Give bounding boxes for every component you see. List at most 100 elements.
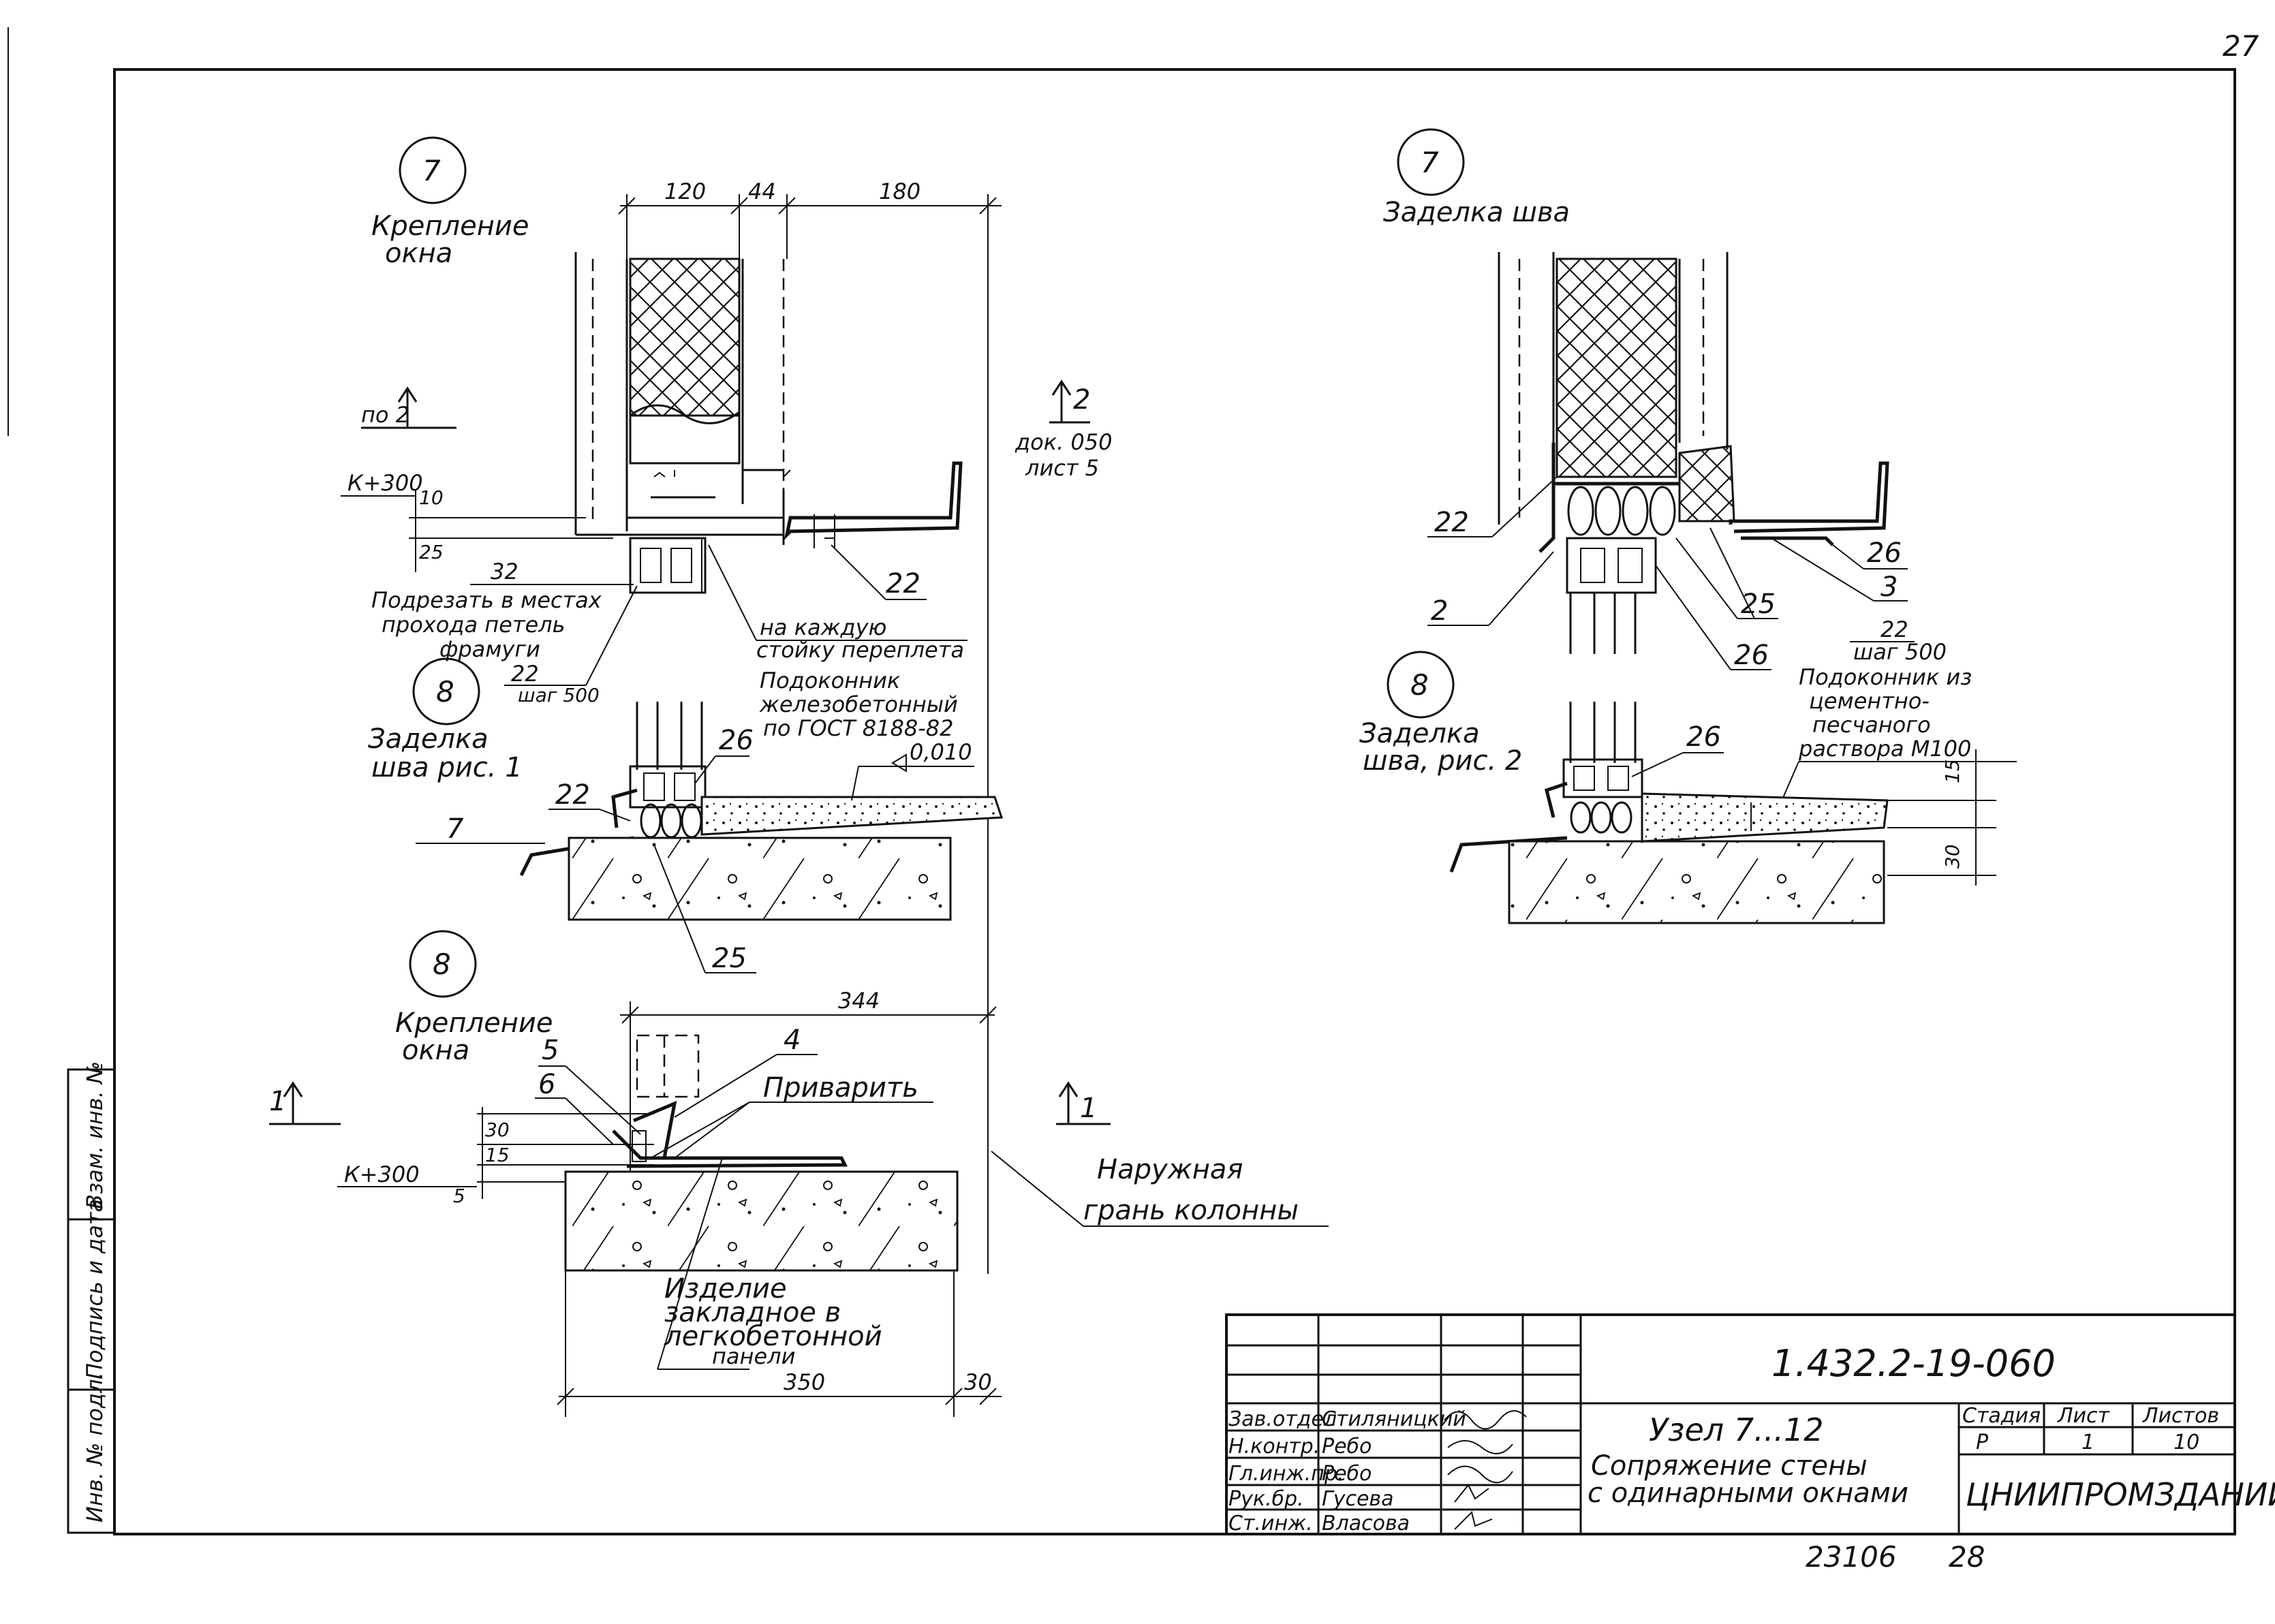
node-8-seam-fig1: 8 Заделка шва рис. 1 0,010 26 22 xyxy=(368,657,1004,974)
outer-face-note: Наружная xyxy=(1097,1154,1243,1185)
sill-note: Подоконник xyxy=(760,668,901,693)
person-name: Ребо xyxy=(1322,1462,1372,1486)
callout-25: 25 xyxy=(712,943,747,974)
person-name: Ребо xyxy=(1322,1435,1372,1458)
dim-30: 30 xyxy=(485,1119,510,1141)
cut-note: фрамуги xyxy=(439,636,540,662)
node-title: окна xyxy=(402,1035,469,1066)
sill-mortar-note: песчаного xyxy=(1812,712,1931,738)
section-ref: лист 5 xyxy=(1025,455,1099,481)
footer-page: 28 xyxy=(1949,1540,1985,1574)
node-title: Крепление xyxy=(395,1008,553,1039)
stage-label: Стадия xyxy=(1962,1404,2041,1428)
dim-25: 25 xyxy=(419,541,444,563)
signature xyxy=(1447,1465,1513,1484)
weld-note: Приварить xyxy=(763,1072,918,1104)
node-7-window-fastening: 7 Крепление окна 120 44 180 xyxy=(341,136,1112,1274)
step-note: шаг 500 xyxy=(1853,639,1947,665)
section-marker: 2 xyxy=(1073,384,1090,416)
sheets-value: 10 xyxy=(2173,1431,2199,1454)
node-8-seam-fig2: 8 Заделка шва, рис. 2 26 15 30 xyxy=(1359,651,1996,924)
callout-2: 2 xyxy=(1431,595,1448,627)
cut-note: Подрезать в местах xyxy=(371,587,602,613)
insulation xyxy=(629,257,741,417)
sill-note: по ГОСТ 8188-82 xyxy=(763,715,953,741)
description: с одинарными окнами xyxy=(1588,1478,1908,1509)
node-number: 8 xyxy=(436,675,454,708)
dim-350: 350 xyxy=(784,1369,825,1395)
node-title: Заделка xyxy=(1359,718,1480,749)
role: Ст.инж. xyxy=(1228,1512,1313,1535)
sheet-value: 1 xyxy=(2081,1431,2094,1454)
node-title: шва рис. 1 xyxy=(371,752,523,783)
dim-5: 5 xyxy=(453,1185,465,1207)
callout-6: 6 xyxy=(538,1069,555,1100)
node-title: шва, рис. 2 xyxy=(1363,745,1522,777)
dim-15: 15 xyxy=(485,1144,510,1166)
title-block: 1.432.2-19-060 Зав.отдел Н.контр. Гл.инж… xyxy=(1225,1313,2275,1535)
sill-mortar-note: Подоконник из xyxy=(1799,664,1972,690)
callout-25: 25 xyxy=(1741,589,1776,620)
node-title: Крепление xyxy=(371,210,529,242)
sill-note: железобетонный xyxy=(759,691,958,717)
concrete-panel xyxy=(564,1170,959,1272)
cut-note: прохода петель xyxy=(382,612,565,638)
dim-30: 30 xyxy=(964,1369,992,1395)
document-code: 1.432.2-19-060 xyxy=(1771,1342,2056,1385)
node-title: окна xyxy=(385,238,452,269)
signature xyxy=(1454,1484,1489,1503)
signature xyxy=(1454,1511,1493,1530)
callout-5: 5 xyxy=(542,1035,559,1066)
callout-7: 7 xyxy=(446,813,464,845)
role: Гл.инж.пр. xyxy=(1228,1462,1344,1486)
role: Зав.отдел xyxy=(1228,1407,1337,1431)
embedded-note: закладное в xyxy=(664,1297,841,1328)
po2-label: по 2 xyxy=(361,402,409,428)
each-post-note: стойку переплета xyxy=(756,637,964,663)
stage-value: Р xyxy=(1976,1431,1989,1454)
node-title-text: Узел 7...12 xyxy=(1649,1411,1823,1448)
callout-22: 22 xyxy=(1434,507,1469,538)
embedded-note: легкобетонной xyxy=(664,1321,882,1352)
dim-344: 344 xyxy=(838,988,880,1014)
callout-22: 22 xyxy=(1881,616,1908,642)
node-number: 7 xyxy=(422,154,441,187)
dim-44: 44 xyxy=(748,178,776,204)
node-number: 8 xyxy=(433,948,451,981)
callout-26: 26 xyxy=(1734,640,1769,671)
callout-26: 26 xyxy=(1686,721,1721,753)
sheets-label: Листов xyxy=(2142,1404,2219,1428)
dim-180: 180 xyxy=(879,178,920,204)
callout-22: 22 xyxy=(886,568,920,599)
outer-face-note: грань колонны xyxy=(1083,1195,1299,1226)
sheet-label: Лист xyxy=(2057,1404,2111,1428)
slope-label: 0,010 xyxy=(910,739,972,765)
stamp-signature-date: Подпись и дата xyxy=(82,1199,108,1379)
description: Сопряжение стены xyxy=(1591,1450,1868,1482)
stamp-inv-no: Инв. № подл. xyxy=(82,1372,108,1522)
mortar-sill xyxy=(1641,792,1889,843)
step-note: шаг 500 xyxy=(518,684,600,706)
dim-15: 15 xyxy=(1941,759,1964,783)
concrete-panel xyxy=(1508,840,1885,924)
dim-k300-b: К+300 xyxy=(344,1161,420,1187)
callout-26: 26 xyxy=(719,725,754,756)
dim-10: 10 xyxy=(419,486,444,509)
sill-mortar-note: раствора М100 xyxy=(1798,736,1971,762)
person-name: Гусева xyxy=(1322,1487,1393,1511)
callout-26: 26 xyxy=(1867,537,1902,569)
section-marker: 1 xyxy=(1080,1093,1097,1124)
concrete-panel xyxy=(568,837,952,921)
embedded-note: панели xyxy=(712,1343,795,1369)
section-marker: 1 xyxy=(269,1086,286,1117)
mortar-fill xyxy=(1678,445,1735,522)
role: Н.контр. xyxy=(1228,1435,1320,1458)
rc-sill xyxy=(700,796,1004,836)
callout-22: 22 xyxy=(555,779,590,811)
section-ref: док. 050 xyxy=(1015,429,1112,455)
role: Рук.бр. xyxy=(1228,1487,1304,1511)
side-stamp: Инв. № подл. Подпись и дата Взам. инв. № xyxy=(67,1061,116,1534)
insulation xyxy=(1556,257,1677,478)
inventory-number: 23106 xyxy=(1806,1540,1897,1574)
